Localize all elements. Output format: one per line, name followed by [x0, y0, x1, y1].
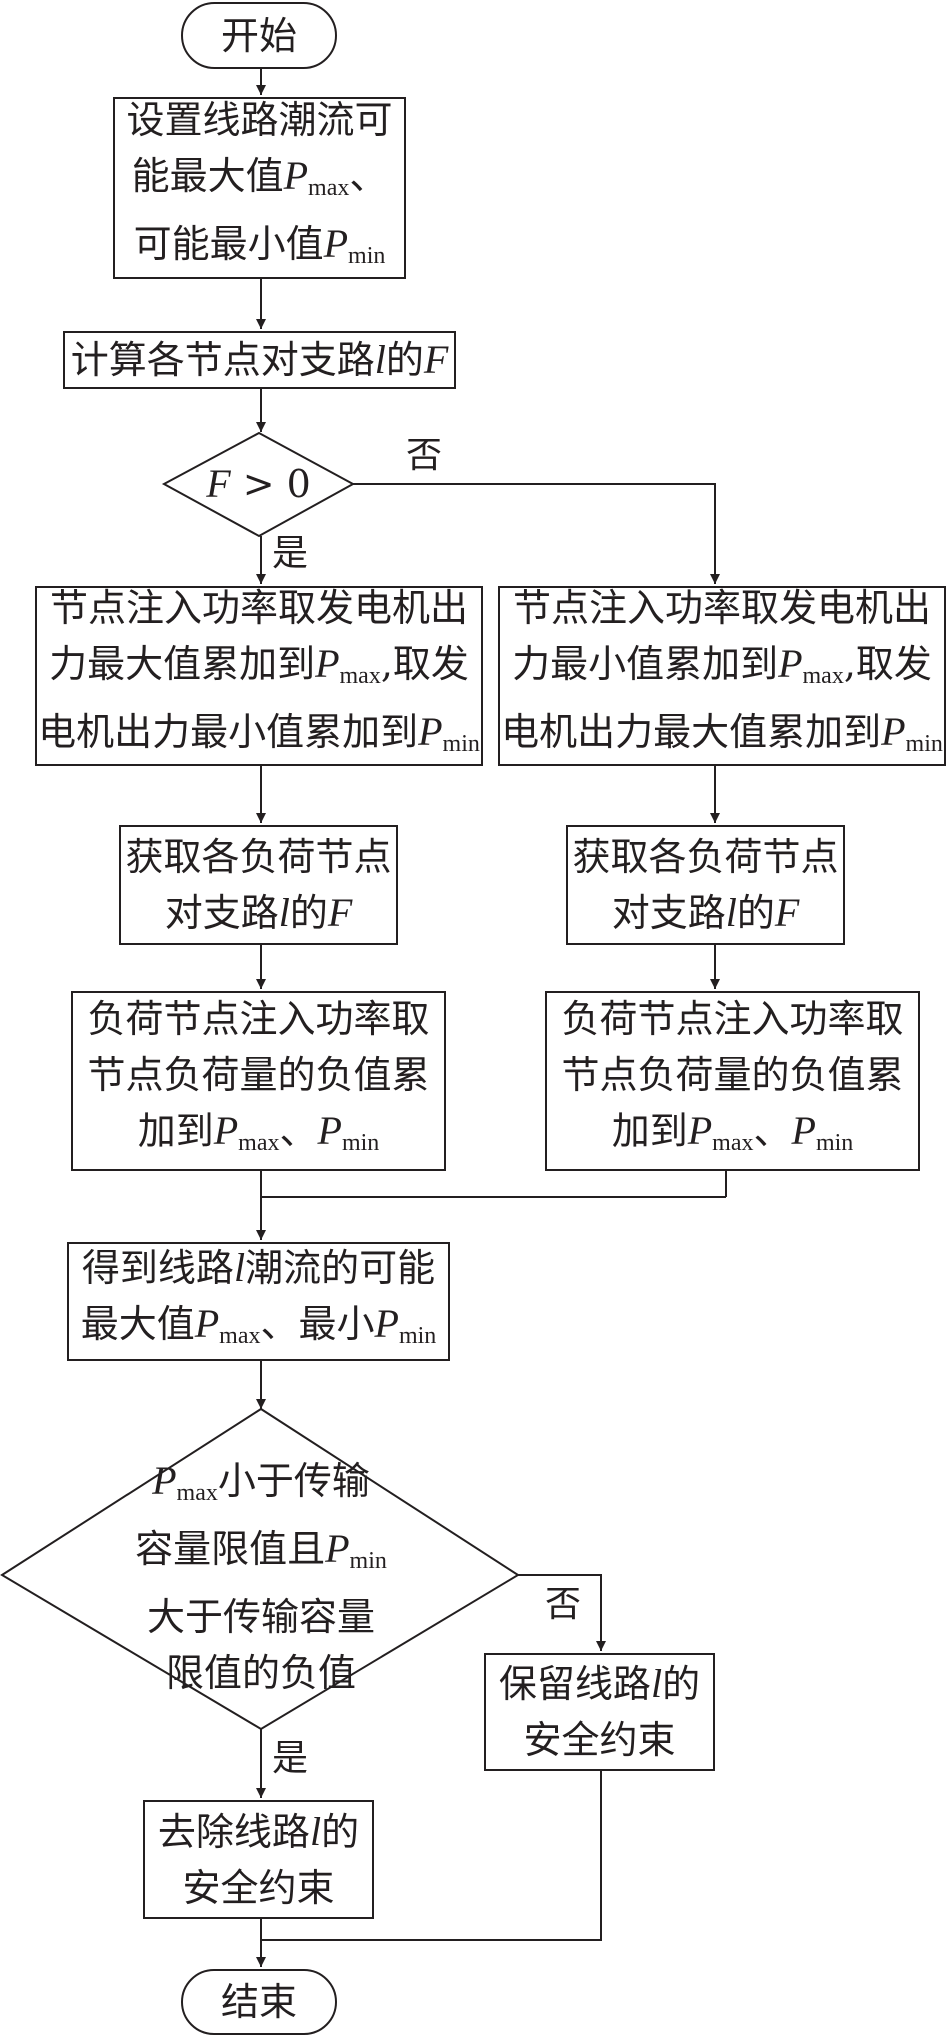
branch-label-limit-yes: 是 [272, 1738, 309, 1779]
start-terminal: 开始 [181, 2, 337, 69]
set-limits-line-3: 可能最小值Pmin [133, 221, 386, 269]
flow-limit-result-step: 得到线路l潮流的可能 最大值Pmax、最小Pmin [67, 1242, 450, 1361]
left-load-accumulate-step: 负荷节点注入功率取 节点负荷量的负值累 加到Pmax、Pmin [71, 991, 446, 1171]
end-terminal: 结束 [181, 1969, 337, 2035]
remove-constraint-step: 去除线路l的 安全约束 [143, 1800, 374, 1919]
branch-label-f-yes: 是 [272, 533, 309, 574]
arrow-decision-no [353, 483, 720, 584]
line-keep-to-merge [261, 1771, 602, 1941]
decision-f-text: F > 0 [206, 461, 311, 506]
set-flow-limits-step: 设置线路潮流可 能最大值Pmax、 可能最小值Pmin [113, 97, 406, 279]
right-load-f-step: 获取各负荷节点 对支路l的F [566, 825, 845, 945]
arrow-limit-no [518, 1574, 606, 1651]
end-label: 结束 [220, 1980, 297, 2024]
branch-label-limit-no: 否 [545, 1584, 582, 1625]
calc-f-label: 计算各节点对支路l的F [70, 337, 449, 382]
calculate-f-step: 计算各节点对支路l的F [63, 331, 456, 389]
left-load-f-step: 获取各负荷节点 对支路l的F [119, 825, 398, 945]
set-limits-line-1: 设置线路潮流可 [126, 98, 393, 142]
start-label: 开始 [220, 13, 297, 58]
branch-label-f-no: 否 [406, 435, 443, 476]
set-limits-line-2: 能最大值Pmax、 [131, 153, 388, 201]
keep-constraint-step: 保留线路l的 安全约束 [484, 1653, 715, 1771]
decision-limit-text: Pmax小于传输 容量限值且Pmin 大于传输容量 限值的负值 [135, 1458, 387, 1695]
right-generator-accumulate-step: 节点注入功率取发电机出 力最小值累加到Pmax,取发 电机出力最大值累加到Pmi… [498, 586, 946, 766]
left-generator-accumulate-step: 节点注入功率取发电机出 力最大值累加到Pmax,取发 电机出力最小值累加到Pmi… [35, 586, 483, 766]
right-load-accumulate-step: 负荷节点注入功率取 节点负荷量的负值累 加到Pmax、Pmin [545, 991, 920, 1171]
